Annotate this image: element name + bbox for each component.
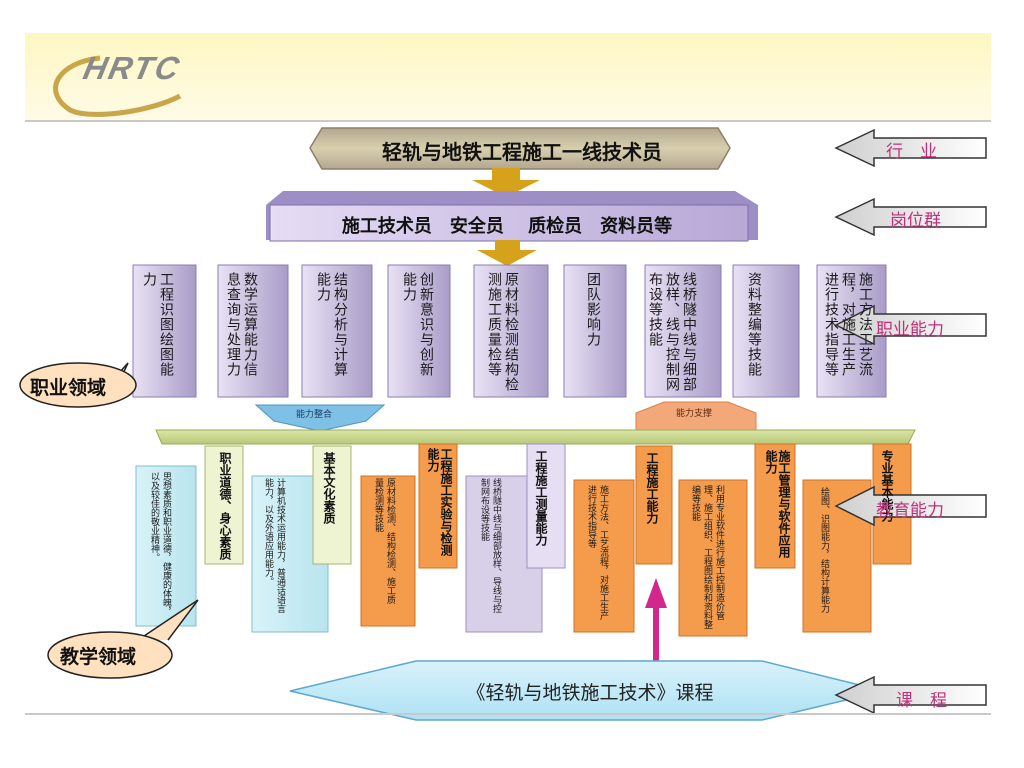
green-shelf — [155, 429, 916, 445]
course-title: 《轻轨与地铁施工技术》课程 — [466, 682, 714, 704]
right-arrow-positions — [834, 197, 987, 237]
teaching-body-box-5 — [573, 479, 635, 633]
teaching-module-6-body: 利用专业软件进行施工控制造价管理、施工组织、工程图绘制和资料整编等技能 — [690, 485, 724, 629]
vocational-column-8 — [732, 264, 800, 398]
vocational-ability-4: 创新意识与创新能力 — [401, 272, 434, 377]
logo-text: HRTC — [80, 50, 185, 86]
integrate-arrow — [254, 404, 386, 432]
vocational-ability-9: 施工方法工艺流程，对施工生产进行技术指导等 — [823, 272, 873, 377]
teaching-header-box-6 — [754, 443, 796, 569]
teaching-header-box-5 — [635, 445, 673, 565]
vocational-ability-7: 线桥隧中线与细部放样、线与控制网布设等技能 — [647, 272, 697, 392]
right-label-vocational: 职业能力 — [876, 320, 944, 340]
right-label-industry: 行 业 — [886, 142, 937, 162]
teaching-module-5-body: 施工方法、工艺流程，对施工生产进行技术指导等 — [586, 485, 608, 620]
teaching-module-1-body: 思想素质和职业道德，健康的体魄，以及较佳的敬业精神。 — [149, 472, 171, 616]
teaching-header-box-1 — [204, 445, 244, 565]
callout-teaching — [47, 599, 199, 679]
industry-banner — [309, 127, 731, 170]
right-arrow-course — [834, 675, 987, 715]
callout-teaching-text: 教学领域 — [60, 646, 137, 668]
right-arrows — [834, 128, 987, 715]
integrate-label: 能力整合 — [296, 410, 333, 420]
teaching-module-4-header: 工程施工测量能力 — [534, 450, 548, 546]
teaching-module-3-body: 原材料检测、结构检测、施工质量检测等技能 — [373, 478, 395, 604]
vocational-ability-2: 数学运算能力信息查询与处理力 — [225, 272, 258, 377]
teaching-module-7-body: 绘图、识图能力，结构计算能力 — [819, 487, 829, 613]
teaching-header-box-2 — [312, 445, 352, 565]
teaching-body-box-1 — [135, 465, 197, 627]
vocational-column-1 — [132, 264, 197, 398]
right-label-teaching: 教育能力 — [876, 501, 944, 521]
teaching-module-2-header: 基本文化素质 — [322, 452, 336, 524]
teaching-boxes — [135, 443, 912, 637]
teaching-module-2-body: 计算机技术运用能力，普通话语言能力，以及外语应用能力。 — [263, 478, 285, 613]
right-label-course: 课 程 — [896, 691, 947, 711]
teaching-module-6-header: 施工管理与软件应用能力 — [764, 450, 791, 558]
down-arrow-2 — [477, 240, 537, 266]
vocational-column-5 — [473, 264, 549, 398]
vocational-ability-8: 资料整编等技能 — [746, 272, 762, 377]
vocational-column-4 — [387, 264, 451, 398]
teaching-body-box-3 — [360, 475, 416, 627]
industry-title: 轻轨与地铁工程施工一线技术员 — [382, 140, 662, 164]
support-label: 能力支撑 — [676, 409, 713, 419]
header-band — [25, 33, 991, 120]
positions-title: 施工技术员 安全员 质检员 资料员等 — [341, 216, 673, 237]
up-arrow-shaft — [653, 604, 659, 674]
right-label-positions: 岗位群 — [890, 211, 941, 231]
down-arrow-1 — [472, 168, 540, 197]
vocational-ability-5: 原材料检测结构检测施工质量检等 — [486, 272, 519, 392]
teaching-header-box-4 — [526, 443, 566, 569]
right-arrow-industry — [834, 128, 987, 168]
logo-swoosh — [53, 55, 182, 117]
teaching-module-1-header: 职业道德、身心素质 — [218, 452, 232, 560]
right-arrow-vocational — [834, 304, 987, 346]
teaching-header-box-3 — [418, 443, 458, 569]
vocational-column-3 — [301, 264, 373, 398]
vocational-ability-6: 团队影响力 — [585, 272, 601, 347]
vocational-column-2 — [217, 264, 289, 398]
vocational-ability-1: 工程识图绘图能力 — [141, 272, 174, 377]
teaching-module-5-header: 工程施工能力 — [645, 452, 659, 524]
teaching-module-3-header: 工程施工实验与检测能力 — [426, 448, 453, 556]
vocational-ability-3: 结构分析与计算能力 — [315, 272, 348, 377]
teaching-module-7-header: 专业基本能力 — [880, 450, 894, 522]
right-arrow-teaching — [834, 485, 987, 527]
teaching-body-box-6 — [678, 479, 748, 637]
vocational-column-6 — [563, 264, 627, 398]
teaching-module-4-body: 线桥隧中线与细部放样、导线与控制网布设等技能 — [479, 478, 501, 613]
vocational-column-7 — [644, 264, 722, 398]
up-arrow-head — [645, 578, 667, 608]
callout-vocational-text: 职业领域 — [30, 377, 107, 399]
callout-vocational — [19, 362, 137, 408]
